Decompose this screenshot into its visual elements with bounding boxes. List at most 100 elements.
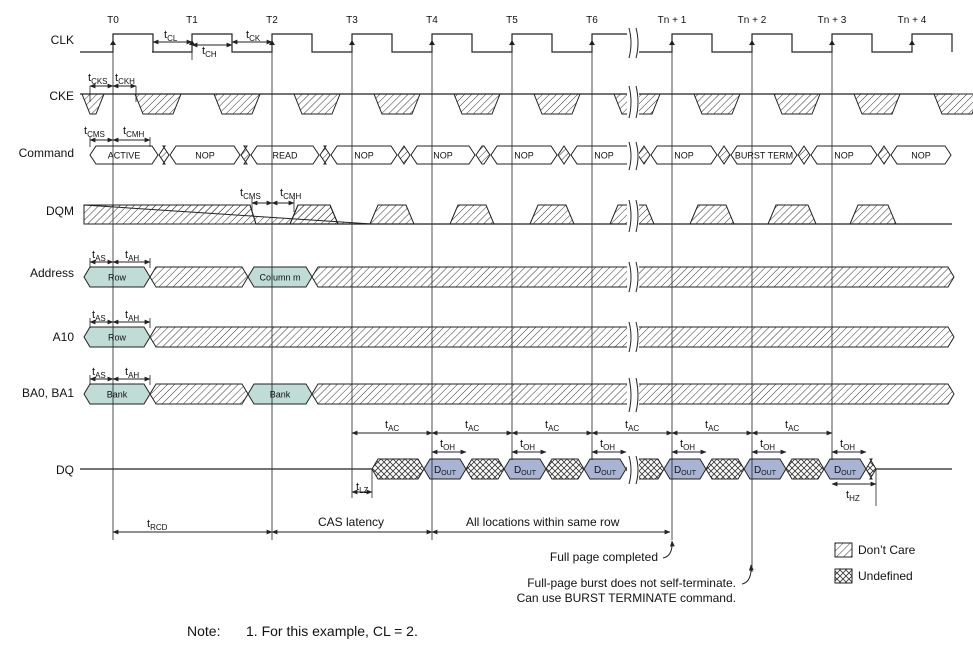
tah-label: tAH [125,249,139,263]
footnote: Note: 1. For this example, CL = 2. [187,623,418,639]
bus-value-label: Row [108,273,127,283]
toh-label: tOH [680,438,695,452]
command-box [330,145,398,165]
phase-annotations: tRCD CAS latency All locations within sa… [112,515,754,605]
break-mark [635,85,639,119]
command-dont-care [240,145,251,165]
cke-dont-care [373,93,421,115]
command-label: ACTIVE [108,151,141,161]
note-label: Note: [187,623,220,639]
tac-label: tAC [465,419,479,433]
dqm-dont-care [369,204,415,225]
break-mark [628,199,632,233]
clk-rising-edge-arrow [589,40,595,45]
clk-rising-edge-arrow [509,40,515,45]
undefined-swatch [834,568,853,584]
tcms-label: tCMS [84,125,105,139]
clock-label: Tn + 1 [658,15,687,26]
clk-rising-edge-arrow [429,40,435,45]
clock-label: T1 [186,15,198,26]
command-dont-care [797,145,811,165]
signal-label-address: Address [30,266,74,280]
self-terminate-line2: Can use BURST TERMINATE command. [517,591,736,605]
break-mark [628,141,632,171]
tcmh-label: tCMH [123,125,145,139]
clock-label: T0 [107,15,119,26]
tcks-label: tCKS [88,72,108,86]
cke-dont-care [533,93,581,115]
command-label: NOP [594,151,614,161]
tac-label: tAC [705,419,719,433]
cke-dont-care [81,93,105,115]
tck-label: tCK [246,29,261,43]
command-label: NOP [911,151,931,161]
break-mark [628,85,632,119]
dq-undefined [465,458,505,480]
bus-value-label: Row [108,333,127,343]
dont-care-label: Don’t Care [858,543,916,557]
command-box [650,145,718,165]
trcd-label: tRCD [147,518,168,532]
command-box [810,145,878,165]
toh-label: tOH [520,438,535,452]
dq-data-out-label: DOUT [514,465,537,477]
break-mark [628,321,632,353]
clock-label: Tn + 3 [818,15,847,26]
cke-dont-care [293,93,341,115]
signal-label-ba: BA0, BA1 [22,386,74,400]
break-mark [628,27,632,59]
command-dont-care [158,145,170,165]
command-dont-care [397,145,411,165]
bus-value-label: Bank [107,390,128,400]
tas-label: tAS [92,366,106,380]
a10-bus: Row [83,326,955,348]
cke-dont-care [213,93,261,115]
dq-data-out-label: DOUT [754,465,777,477]
bus-value-label: Bank [270,390,291,400]
clock-label: T2 [266,15,278,26]
bus-dont-care [149,326,955,348]
clock-label: T4 [426,15,438,26]
tac-label: tAC [385,419,399,433]
clock-label: T5 [506,15,518,26]
dq-undefined [705,458,745,480]
toh-label: tOH [760,438,775,452]
dq-data-out-label: DOUT [594,465,617,477]
dq-undefined [545,458,585,480]
tac-label: tAC [625,419,639,433]
clock-label: T3 [346,15,358,26]
cke-dont-care [773,93,821,115]
clock-label: T6 [586,15,598,26]
dq-undefined [865,458,877,480]
toh-label: tOH [440,438,455,452]
command-box [410,145,476,165]
clk-rising-edge-arrow [110,40,116,45]
signal-labels: CLK CKE Command DQM Address A10 BA0, BA1… [19,33,75,477]
dqm-dont-care [767,204,817,225]
cke-dont-care [933,93,973,115]
command-label: NOP [514,151,534,161]
command-dont-care [319,145,331,165]
command-label: BURST TERM [735,151,793,161]
tac-label: tAC [545,419,559,433]
dq-undefined [371,458,425,480]
command-dont-care [717,145,731,165]
command-box [730,145,798,165]
signal-label-dqm: DQM [46,204,74,218]
break-mark [635,141,639,171]
signal-label-a10: A10 [53,330,75,344]
legend: Don’t Care Undefined [834,542,916,584]
break-mark [635,261,639,293]
tas-label: tAS [92,309,106,323]
dqm-dont-care [449,204,495,225]
undefined-label: Undefined [858,569,913,583]
dqm-dont-care [529,204,575,225]
command-label: NOP [834,151,854,161]
bus-dont-care [149,266,249,288]
self-terminate-line1: Full-page burst does not self-terminate. [527,576,736,590]
reference-lines [112,52,877,572]
break-mark [635,199,639,233]
